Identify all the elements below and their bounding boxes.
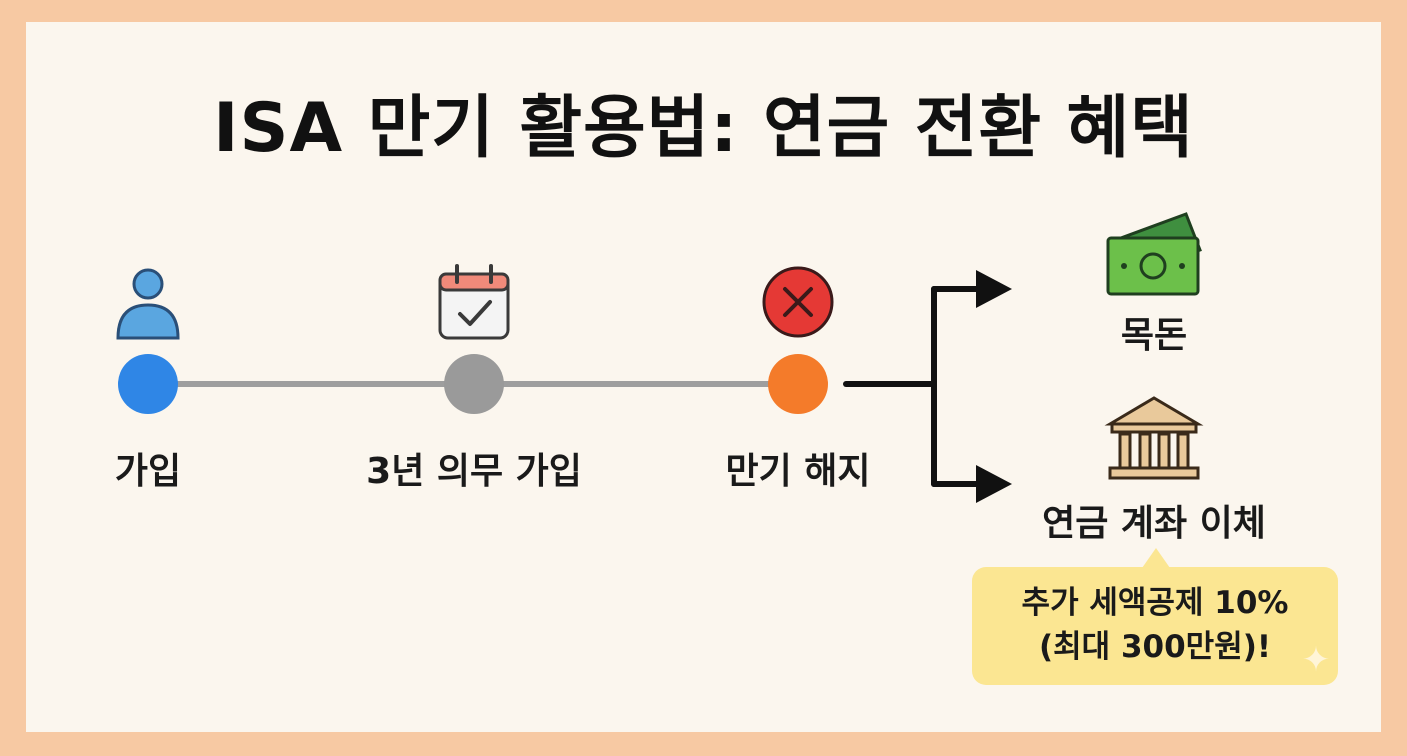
benefit-callout: 추가 세액공제 10% (최대 300만원)!: [972, 567, 1338, 685]
person-icon: [116, 268, 180, 340]
callout-line-2: (최대 300만원)!: [1038, 629, 1272, 665]
page-title: ISA 만기 활용법: 연금 전환 혜택: [213, 89, 1194, 168]
node-join: [118, 354, 178, 414]
timeline-label-join: 가입: [114, 451, 182, 492]
branch-label-lump-sum: 목돈: [1120, 315, 1188, 356]
timeline-label-maturity: 만기 해지: [725, 451, 871, 492]
bank-building-icon: [1104, 396, 1204, 480]
node-mandatory: [444, 354, 504, 414]
callout-line-1: 추가 세액공제 10%: [1021, 585, 1289, 621]
branch-arrows: [843, 286, 983, 487]
sparkle-icon: ✦: [1301, 640, 1331, 680]
arrow-head-top: [976, 270, 1012, 308]
arrow-head-bottom: [976, 465, 1012, 503]
calendar-check-icon: [438, 264, 510, 340]
x-circle-icon: [762, 266, 834, 338]
branch-label-pension-transfer: 연금 계좌 이체: [1042, 503, 1266, 544]
timeline-label-mandatory: 3년 의무 가입: [366, 451, 582, 492]
node-maturity: [768, 354, 828, 414]
cash-icon: [1106, 212, 1202, 296]
callout-tail: [1142, 548, 1170, 568]
